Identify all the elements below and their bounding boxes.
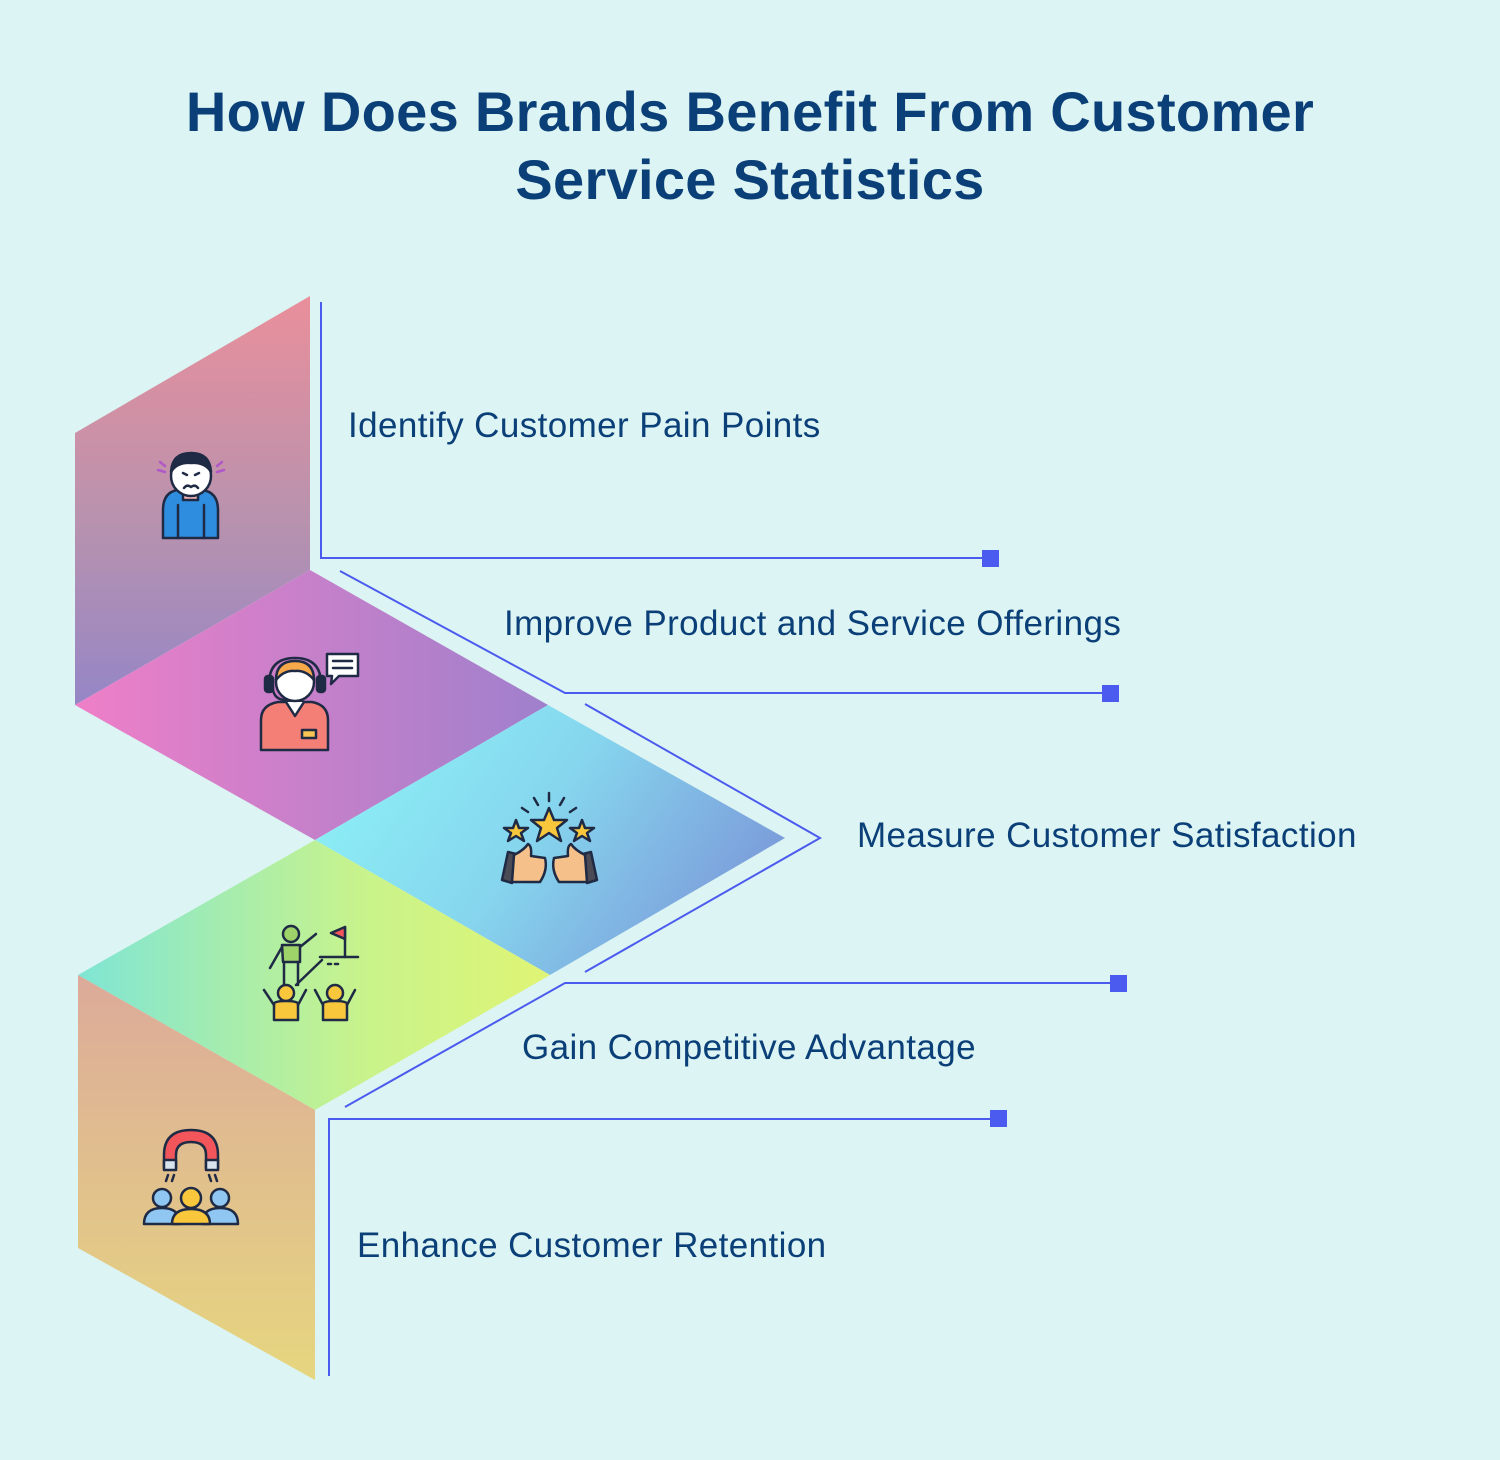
title-line-2: Service Statistics xyxy=(515,148,985,211)
step-label-measure-satisfaction: Measure Customer Satisfaction xyxy=(857,816,1357,855)
step-label-customer-retention: Enhance Customer Retention xyxy=(357,1226,827,1265)
connector-2 xyxy=(339,570,1110,694)
leader-team-icon xyxy=(262,924,360,1022)
frustrated-customer-icon xyxy=(156,451,226,540)
magnet-customers-icon xyxy=(142,1128,240,1226)
connector-1 xyxy=(320,302,990,559)
connector-end-1 xyxy=(982,550,999,567)
step-label-competitive-advantage: Gain Competitive Advantage xyxy=(522,1028,977,1067)
step-label-improve-offerings: Improve Product and Service Offerings xyxy=(504,604,1122,643)
support-agent-icon xyxy=(259,652,360,752)
connector-end-2 xyxy=(1102,685,1119,702)
connector-5 xyxy=(328,1118,998,1376)
connector-end-5 xyxy=(990,1110,1007,1127)
connector-end-4 xyxy=(1110,975,1127,992)
page-title: How Does Brands Benefit From Customer Se… xyxy=(0,78,1500,214)
title-line-1: How Does Brands Benefit From Customer xyxy=(185,80,1315,143)
thumbs-up-stars-icon xyxy=(500,791,599,885)
segment-5-shape xyxy=(78,975,315,1380)
step-label-identify-pain-points: Identify Customer Pain Points xyxy=(348,406,821,445)
segment-4-shape xyxy=(78,840,550,1110)
connector-3 xyxy=(584,703,823,973)
connector-4 xyxy=(344,982,1118,1108)
